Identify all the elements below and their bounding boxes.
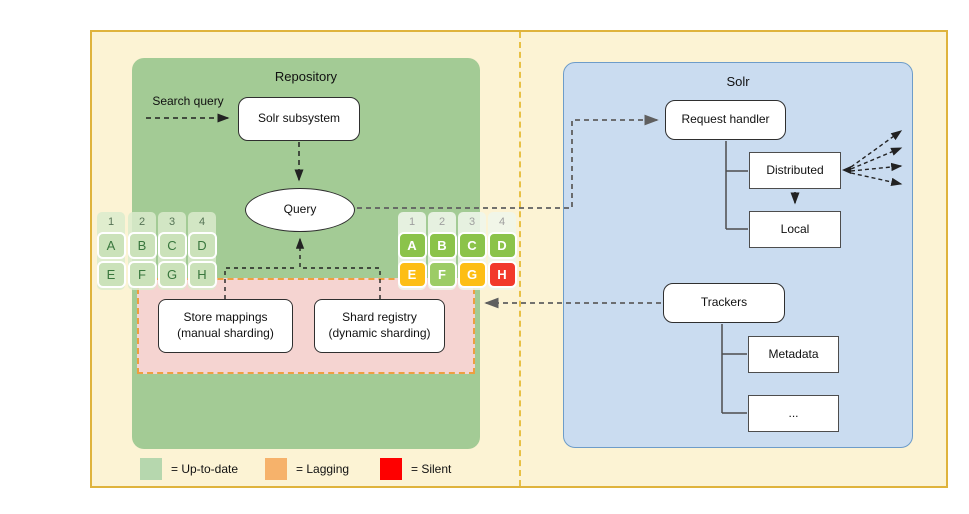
shard-cell: H — [187, 261, 217, 288]
shard-cell: B — [427, 232, 457, 259]
shard-cell: G — [157, 261, 187, 288]
distributed-node: Distributed — [749, 152, 841, 189]
repo-shard-column-2: 2 B F — [127, 212, 157, 290]
legend-label-silent: = Silent — [411, 462, 452, 476]
shard-number: 1 — [107, 216, 115, 228]
solr-title: Solr — [726, 74, 750, 89]
shard-cell: H — [487, 261, 517, 288]
store-mappings-node: Store mappings (manual sharding) — [158, 299, 293, 353]
shard-cell: B — [127, 232, 157, 259]
legend-swatch-silent — [380, 458, 402, 480]
more-node: ... — [748, 395, 839, 432]
shard-registry-line1: Shard registry — [342, 310, 417, 325]
shard-number: 4 — [498, 216, 506, 228]
shard-cell: F — [427, 261, 457, 288]
solr-shard-column-4: 4 D H — [487, 212, 517, 290]
shard-number: 1 — [408, 216, 416, 228]
shard-cell: F — [127, 261, 157, 288]
shard-cell: C — [457, 232, 487, 259]
shard-number: 3 — [168, 216, 176, 228]
legend-label-up-to-date: = Up-to-date — [171, 462, 239, 476]
solr-shard-column-2: 2 B F — [427, 212, 457, 290]
shard-number: 2 — [138, 216, 146, 228]
legend-swatch-up-to-date — [140, 458, 162, 480]
shard-cell: E — [96, 261, 126, 288]
shard-number: 3 — [468, 216, 476, 228]
shard-cell: A — [397, 232, 427, 259]
repo-shard-column-3: 3 C G — [157, 212, 187, 290]
solr-shard-column-1: 1 A E — [397, 212, 427, 290]
shard-cell: D — [487, 232, 517, 259]
request-handler-node: Request handler — [665, 100, 786, 140]
shard-number: 2 — [438, 216, 446, 228]
shard-cell: G — [457, 261, 487, 288]
trackers-node: Trackers — [663, 283, 785, 323]
shard-cell: D — [187, 232, 217, 259]
legend-label-lagging: = Lagging — [296, 462, 350, 476]
solr-subsystem-node: Solr subsystem — [238, 97, 360, 141]
shard-registry-line2: (dynamic sharding) — [328, 326, 431, 340]
local-node: Local — [749, 211, 841, 248]
legend-swatch-lagging — [265, 458, 287, 480]
shard-cell: A — [96, 232, 126, 259]
shard-number: 4 — [198, 216, 206, 228]
shard-cell: E — [397, 261, 427, 288]
frame-divider-dashed-line — [519, 32, 521, 486]
repository-title: Repository — [274, 69, 338, 84]
shard-registry-node: Shard registry (dynamic sharding) — [314, 299, 445, 353]
shard-cell: C — [157, 232, 187, 259]
metadata-node: Metadata — [748, 336, 839, 373]
query-node: Query — [245, 188, 355, 232]
repo-shard-column-1: 1 A E — [96, 212, 126, 290]
repo-shard-column-4: 4 D H — [187, 212, 217, 290]
store-mappings-line1: Store mappings — [183, 310, 268, 325]
search-query-label: Search query — [152, 94, 224, 108]
store-mappings-line2: (manual sharding) — [177, 326, 274, 340]
solr-shard-column-3: 3 C G — [457, 212, 487, 290]
